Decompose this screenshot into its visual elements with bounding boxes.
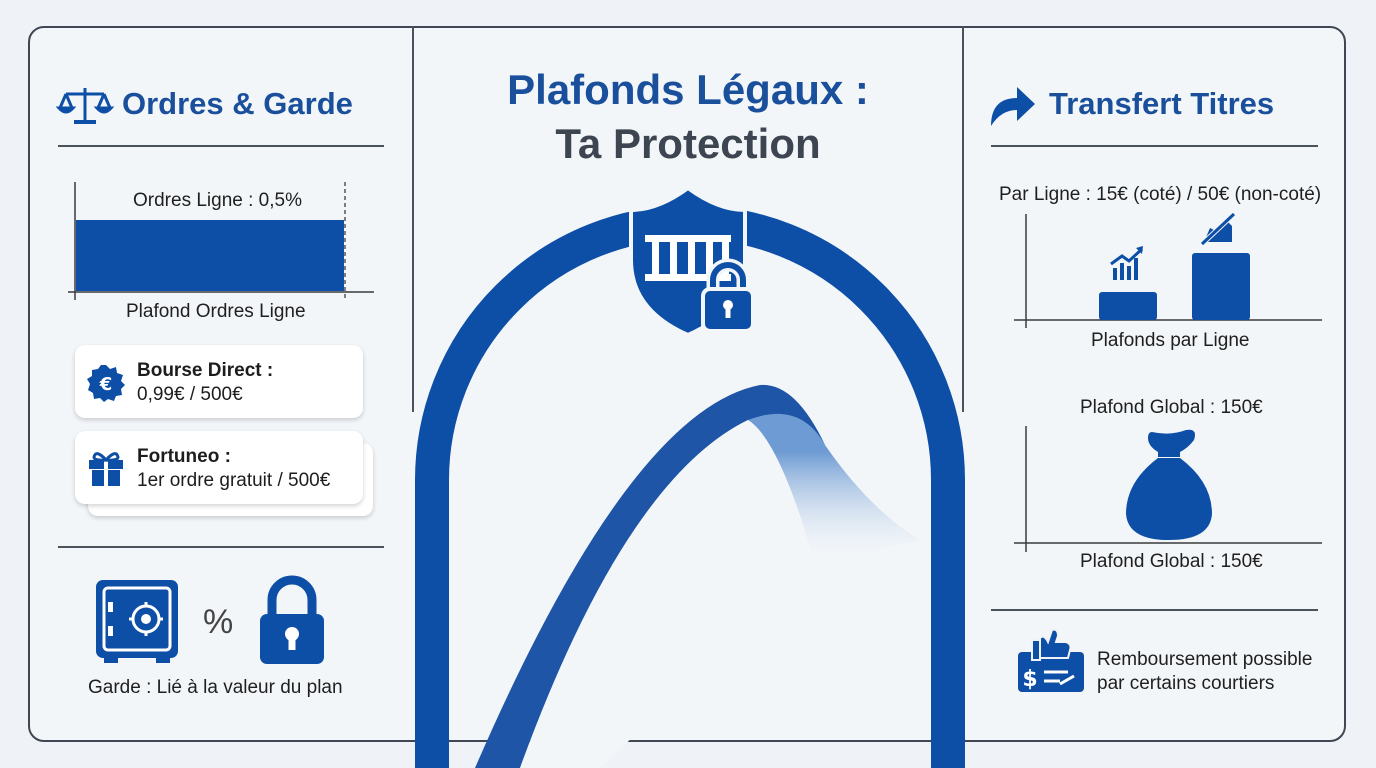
per-line-axis-label: Plafonds par Ligne [1091, 330, 1250, 351]
page-title-line2: Ta Protection [555, 120, 821, 167]
scales-icon [55, 88, 115, 124]
global-chart [1014, 426, 1322, 552]
percent-icon: % [203, 603, 234, 641]
order-chart [68, 182, 374, 300]
thumbs-up-check-icon: $ [1018, 628, 1084, 692]
left-heading-rule [58, 145, 384, 147]
divider-right [962, 26, 964, 412]
per-line-chart [1014, 212, 1322, 328]
refund-line1: Remboursement possible [1097, 649, 1313, 670]
growth-chart-icon [1110, 246, 1144, 280]
order-bar-label: Ordres Ligne : 0,5% [133, 190, 302, 211]
svg-text:€: € [99, 374, 113, 395]
right-section-rule [991, 609, 1318, 611]
card-detail: 0,99€ / 500€ [137, 384, 243, 405]
order-bar [76, 220, 344, 291]
global-axis-label: Plafond Global : 150€ [1080, 551, 1263, 572]
padlock-icon [260, 575, 324, 664]
share-arrow-icon [991, 87, 1035, 126]
bar-cote [1099, 292, 1157, 320]
page-title-line1: Plafonds Légaux : [507, 66, 869, 113]
per-line-label: Par Ligne : 15€ (coté) / 50€ (non-coté) [999, 184, 1322, 205]
gift-icon [89, 452, 123, 486]
card-title: Fortuneo : [137, 446, 231, 467]
card-bourse-direct: € Bourse Direct : 0,99€ / 500€ [75, 345, 363, 418]
garde-label: Garde : Lié à la valeur du plan [88, 677, 343, 698]
bar-non-cote [1192, 253, 1250, 320]
svg-text:$: $ [1022, 667, 1037, 692]
global-top-label: Plafond Global : 150€ [1080, 397, 1263, 418]
euro-badge-icon: € [87, 365, 125, 402]
divider-left [412, 26, 414, 412]
left-heading: Ordres & Garde [122, 86, 353, 121]
safe-icon [96, 580, 178, 663]
order-axis-label: Plafond Ordres Ligne [126, 301, 306, 322]
padlock-icon [701, 258, 755, 333]
left-section-rule [58, 546, 384, 548]
refund-line2: par certains courtiers [1097, 673, 1275, 694]
arch-illustration [415, 185, 965, 768]
right-heading: Transfert Titres [1049, 86, 1275, 121]
card-title: Bourse Direct : [137, 360, 274, 381]
no-stock-icon [1200, 212, 1236, 246]
right-heading-rule [991, 145, 1318, 147]
card-fortuneo: Fortuneo : 1er ordre gratuit / 500€ [75, 431, 363, 504]
money-bag-icon [1126, 429, 1212, 540]
card-detail: 1er ordre gratuit / 500€ [137, 470, 331, 491]
